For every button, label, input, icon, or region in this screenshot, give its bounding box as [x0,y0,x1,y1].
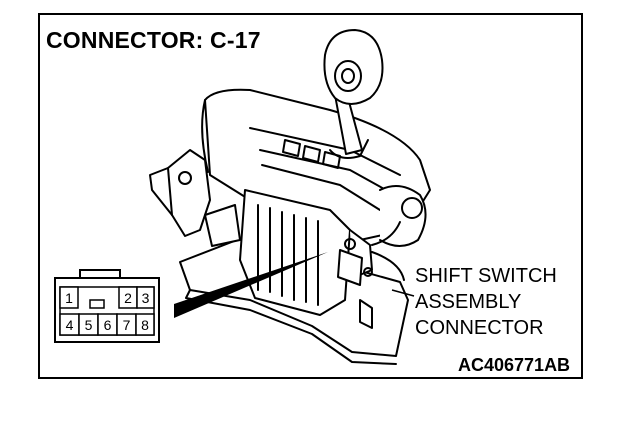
pin-label: 5 [85,317,93,333]
shift-switch-callout: SHIFT SWITCH ASSEMBLY CONNECTOR [415,263,557,341]
figure-code: AC406771AB [458,355,571,375]
callout-line: CONNECTOR [415,317,544,339]
leader-pointer [174,252,328,318]
pin-label: 7 [123,317,131,333]
pin-label: 2 [124,290,132,306]
shift-assembly-drawing [149,29,431,365]
pin-label: 6 [104,317,112,333]
pin-label: 1 [65,290,73,306]
connector-face: 1 2 3 4 5 6 7 8 [54,269,160,343]
callout-line: SHIFT SWITCH [415,265,557,287]
pin-label: 3 [142,290,150,306]
callout-line: ASSEMBLY [415,291,522,313]
pin-label: 4 [66,317,74,333]
pin-label: 8 [141,317,149,333]
connector-title: CONNECTOR: C-17 [46,27,261,53]
callout-leader-line [391,289,415,297]
